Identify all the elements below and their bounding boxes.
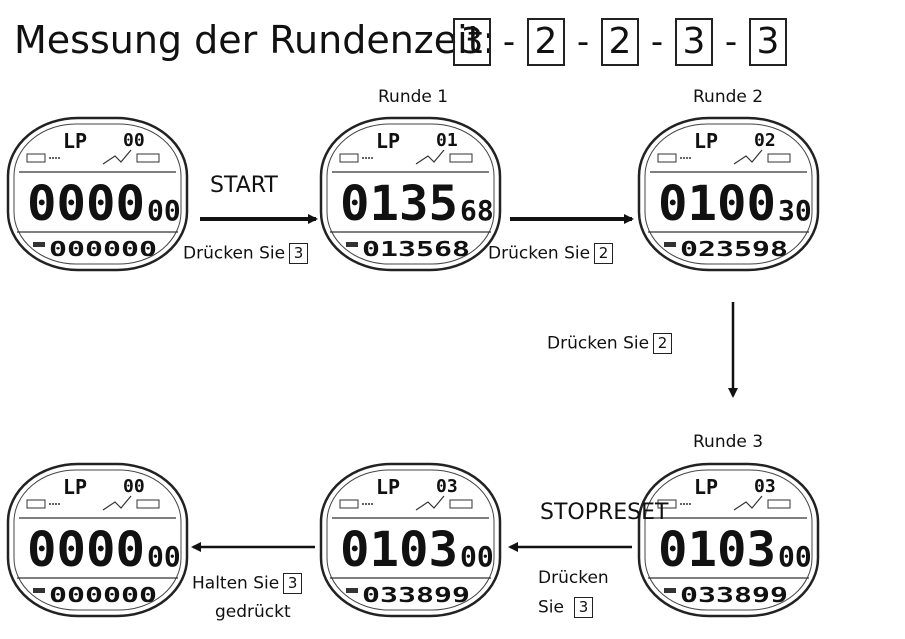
start-label: START — [210, 173, 278, 198]
watch-lap-number: 03 — [436, 476, 458, 497]
watch-lap-number: 01 — [436, 130, 458, 151]
sequence-dash: - — [650, 22, 664, 62]
watch-hundredths: 68 — [460, 194, 494, 227]
watch-lap-number: 02 — [754, 130, 776, 151]
sequence-key-4: 3 — [675, 18, 713, 66]
key-3-box: 3 — [283, 573, 303, 594]
stopreset-label: STOPRESET — [540, 500, 669, 525]
watch-hundredths: 00 — [778, 540, 812, 573]
key-2-box: 2 — [594, 243, 614, 264]
lap-label-3: Runde 3 — [693, 432, 764, 452]
sequence-key-5: 3 — [749, 18, 787, 66]
watch-mode-text: LP — [63, 475, 87, 499]
watch-mode-text: LP — [694, 475, 718, 499]
watch-hundredths: 00 — [147, 194, 181, 227]
watch-main-time: 0000 — [27, 176, 145, 232]
watch-total-time: 000000 — [49, 583, 157, 607]
watch-total-time: 033899 — [362, 583, 470, 607]
watch-main-time: 0103 — [340, 522, 458, 578]
watch-total-time: 000000 — [49, 237, 157, 261]
sequence-dash: - — [502, 22, 516, 62]
lap-label-2: Runde 2 — [693, 87, 764, 107]
watch-mode-text: LP — [63, 129, 87, 153]
watch-hundredths: 00 — [147, 540, 181, 573]
watch-main-time: 0135 — [340, 176, 458, 232]
watch-main-time: 0100 — [658, 176, 776, 232]
watch-lap-number: 03 — [754, 476, 776, 497]
key-3-box: 3 — [573, 597, 593, 618]
sequence-key-1: 3 — [453, 18, 491, 66]
watch-total-time: 033899 — [680, 583, 788, 607]
watch-total-time: 013568 — [362, 237, 470, 261]
watch-total-time: 023598 — [680, 237, 788, 261]
watch-hundredths: 00 — [460, 540, 494, 573]
press-line1: Drücken — [538, 568, 609, 588]
sequence-key-2: 2 — [527, 18, 565, 66]
watch-lap-number: 00 — [123, 476, 145, 497]
sequence-key-3: 2 — [601, 18, 639, 66]
sequence-dash: - — [724, 22, 738, 62]
watch-mode-text: LP — [376, 475, 400, 499]
lap-label-1: Runde 1 — [378, 87, 449, 107]
watch-mode-text: LP — [376, 129, 400, 153]
sequence-dash: - — [576, 22, 590, 62]
watch-mode-text: LP — [694, 129, 718, 153]
hold-line2: gedrückt — [215, 602, 291, 622]
watch-main-time: 0000 — [27, 522, 145, 578]
diagram-title: Messung der Rundenzeit: — [14, 18, 496, 62]
watch-lap-number: 00 — [123, 130, 145, 151]
watch-hundredths: 30 — [778, 194, 812, 227]
key-sequence: 3 - 2 - 2 - 3 - 3 — [453, 14, 787, 70]
key-3-box: 3 — [289, 243, 309, 264]
watch-main-time: 0103 — [658, 522, 776, 578]
key-2-box: 2 — [653, 333, 673, 354]
